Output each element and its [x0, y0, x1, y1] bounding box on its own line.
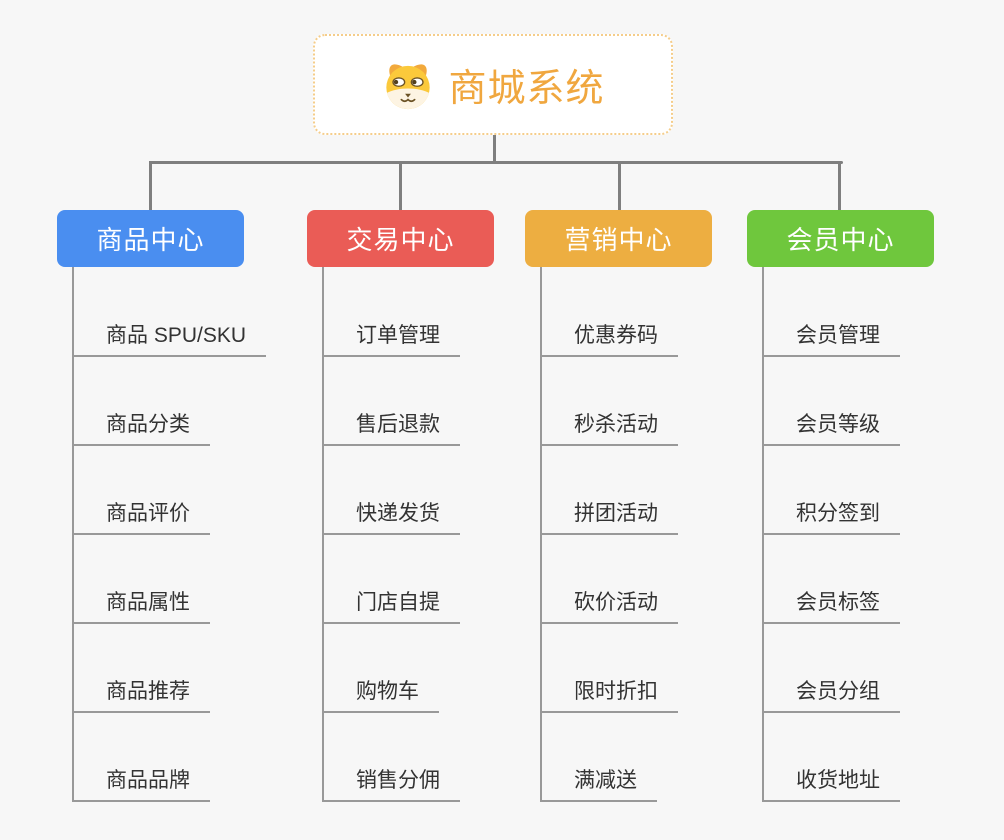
- topic-store-pickup[interactable]: 门店自提: [322, 589, 460, 624]
- topic-bargain-activity[interactable]: 砍价活动: [540, 589, 678, 624]
- topic-product-brand[interactable]: 商品品牌: [72, 767, 210, 802]
- connector-root-stem: [493, 135, 496, 162]
- topic-product-review[interactable]: 商品评价: [72, 500, 210, 535]
- topic-aftersale-refund[interactable]: 售后退款: [322, 411, 460, 446]
- topic-member-management[interactable]: 会员管理: [762, 322, 900, 357]
- topic-flash-sale[interactable]: 秒杀活动: [540, 411, 678, 446]
- topic-member-groups[interactable]: 会员分组: [762, 678, 900, 713]
- topic-coupon-code[interactable]: 优惠券码: [540, 322, 678, 357]
- root-topic[interactable]: 商城系统: [313, 34, 673, 135]
- connector-horizontal-bar: [149, 161, 843, 164]
- branch-header-trade[interactable]: 交易中心: [307, 210, 494, 267]
- branch-header-products[interactable]: 商品中心: [57, 210, 244, 267]
- connector-drop-members: [838, 161, 841, 210]
- branch-header-members[interactable]: 会员中心: [747, 210, 934, 267]
- topic-points-checkin[interactable]: 积分签到: [762, 500, 900, 535]
- topic-express-shipping[interactable]: 快递发货: [322, 500, 460, 535]
- branch-header-marketing[interactable]: 营销中心: [525, 210, 712, 267]
- root-topic-title: 商城系统: [448, 68, 605, 110]
- topic-shopping-cart[interactable]: 购物车: [322, 678, 439, 713]
- topic-member-tags[interactable]: 会员标签: [762, 589, 900, 624]
- topic-product-spu-sku[interactable]: 商品 SPU/SKU: [72, 322, 267, 357]
- topic-product-attribute[interactable]: 商品属性: [72, 589, 210, 624]
- topic-sales-commission[interactable]: 销售分佣: [322, 767, 460, 802]
- connector-drop-trade: [399, 161, 402, 210]
- topic-spend-save[interactable]: 满减送: [540, 767, 657, 802]
- connector-drop-products: [149, 161, 152, 210]
- connector-drop-marketing: [618, 161, 621, 210]
- topic-product-category[interactable]: 商品分类: [72, 411, 210, 446]
- topic-shipping-address[interactable]: 收货地址: [762, 767, 900, 802]
- topic-order-management[interactable]: 订单管理: [322, 322, 460, 357]
- topic-product-recommend[interactable]: 商品推荐: [72, 678, 210, 713]
- topic-member-level[interactable]: 会员等级: [762, 411, 900, 446]
- dog-face-icon: [386, 63, 431, 109]
- topic-limited-time-discount[interactable]: 限时折扣: [540, 678, 678, 713]
- topic-group-buy[interactable]: 拼团活动: [540, 500, 678, 535]
